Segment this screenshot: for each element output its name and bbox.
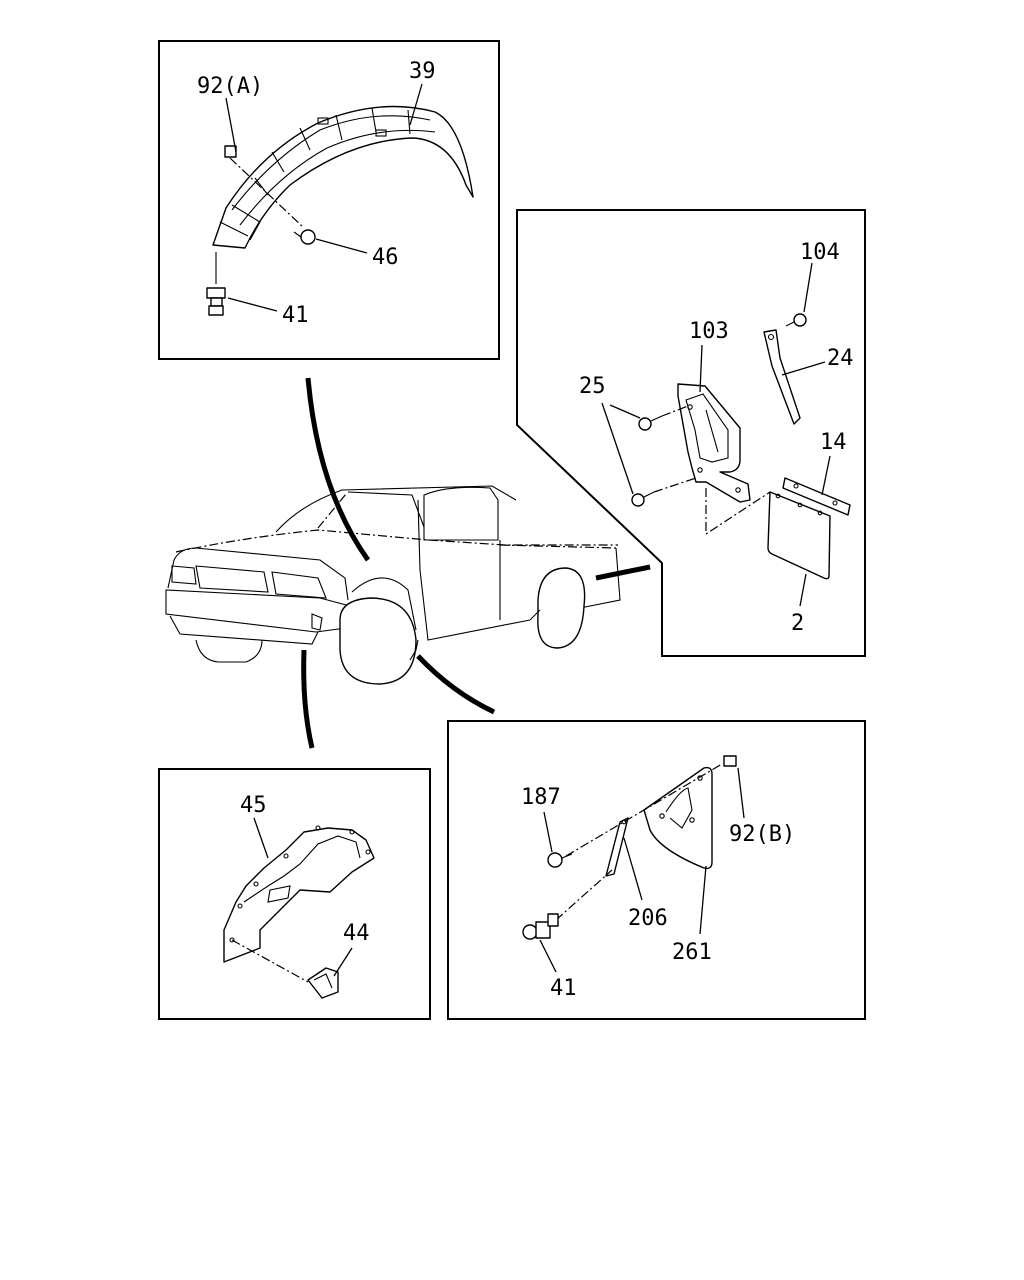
label-45: 45 <box>240 793 267 818</box>
label-261: 261 <box>672 940 712 965</box>
label-39: 39 <box>409 59 436 84</box>
panel-frame <box>158 768 431 1020</box>
clip-92a <box>224 145 237 158</box>
shield-45 <box>223 825 375 963</box>
bolt-187 <box>547 852 573 868</box>
panel-fender-liner: 92(A) 39 46 41 <box>158 40 500 360</box>
plate-14 <box>782 477 851 516</box>
screw-46 <box>293 229 316 245</box>
label-24: 24 <box>827 346 854 371</box>
label-206: 206 <box>628 906 668 931</box>
label-14: 14 <box>820 430 847 455</box>
label-103: 103 <box>689 319 729 344</box>
label-41-upper: 41 <box>282 303 309 328</box>
panel-frame <box>516 209 866 657</box>
clip-41-lower <box>522 913 559 940</box>
panel-frame <box>158 40 500 360</box>
fender-liner-part <box>212 105 474 249</box>
bolt-25-lower <box>631 491 655 507</box>
clip-92b <box>723 755 737 767</box>
clip-41-upper <box>206 287 226 316</box>
label-41-lower: 41 <box>550 976 577 1001</box>
mudguard-261 <box>643 766 713 870</box>
label-44: 44 <box>343 921 370 946</box>
truck-overview <box>165 377 651 749</box>
panel-frame <box>447 720 866 1020</box>
strip-206 <box>605 817 629 877</box>
panel-rear-mudguard: 187 92(B) 206 261 41 <box>447 720 866 1020</box>
label-46: 46 <box>372 245 399 270</box>
label-92b: 92(B) <box>729 822 795 847</box>
clip-44 <box>307 967 339 999</box>
bolt-104 <box>785 313 807 327</box>
panel-mudflap-bracket: 25 103 104 24 14 2 <box>516 209 866 657</box>
label-104: 104 <box>800 240 840 265</box>
label-25: 25 <box>579 374 606 399</box>
panel-splash-shield: 45 44 <box>158 768 431 1020</box>
stay-24 <box>763 329 801 425</box>
label-92a: 92(A) <box>197 74 263 99</box>
bolt-25-upper <box>638 415 663 431</box>
label-187: 187 <box>521 785 561 810</box>
mudflap-2 <box>767 491 831 580</box>
bracket-103 <box>677 383 751 503</box>
label-2: 2 <box>791 611 804 636</box>
